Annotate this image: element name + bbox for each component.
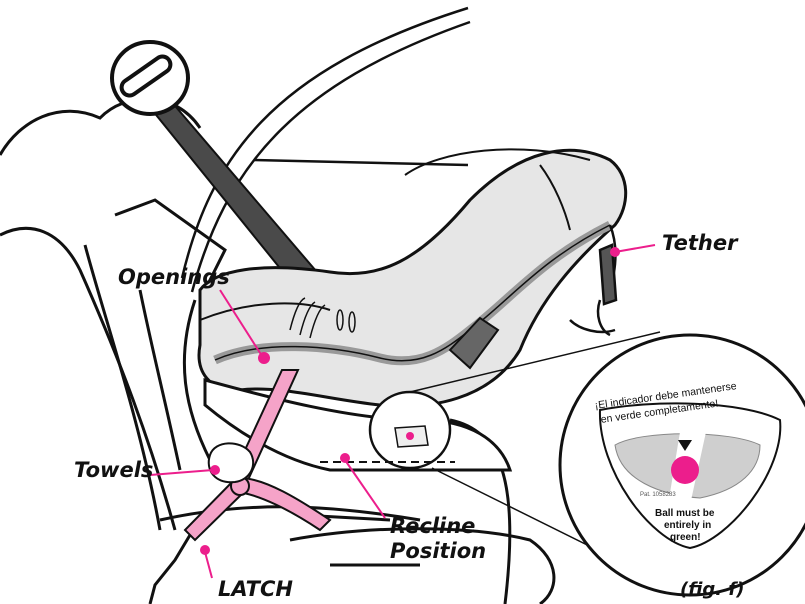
indicator-ball <box>671 456 699 484</box>
indicator-english-line1: Ball must be <box>655 508 714 519</box>
figure-caption: (fig. f) <box>680 581 744 600</box>
towels-label: Towels <box>74 459 153 481</box>
latch-label: LATCH <box>218 578 293 600</box>
indicator-english-line3: green! <box>670 532 701 543</box>
recline-label-line1: Recline <box>390 515 475 537</box>
belt-guide <box>112 42 188 114</box>
indicator-patent: Pat. 1058283 <box>640 492 676 498</box>
rolled-towels <box>209 443 253 482</box>
indicator-magnifier <box>560 335 805 595</box>
indicator-english-line2: entirely in <box>664 520 711 531</box>
tether-label: Tether <box>662 232 737 254</box>
openings-label: Openings <box>118 266 230 288</box>
recline-indicator-window <box>370 392 450 468</box>
vehicle-seat-belt <box>140 95 322 288</box>
recline-label-line2: Position <box>390 540 486 562</box>
